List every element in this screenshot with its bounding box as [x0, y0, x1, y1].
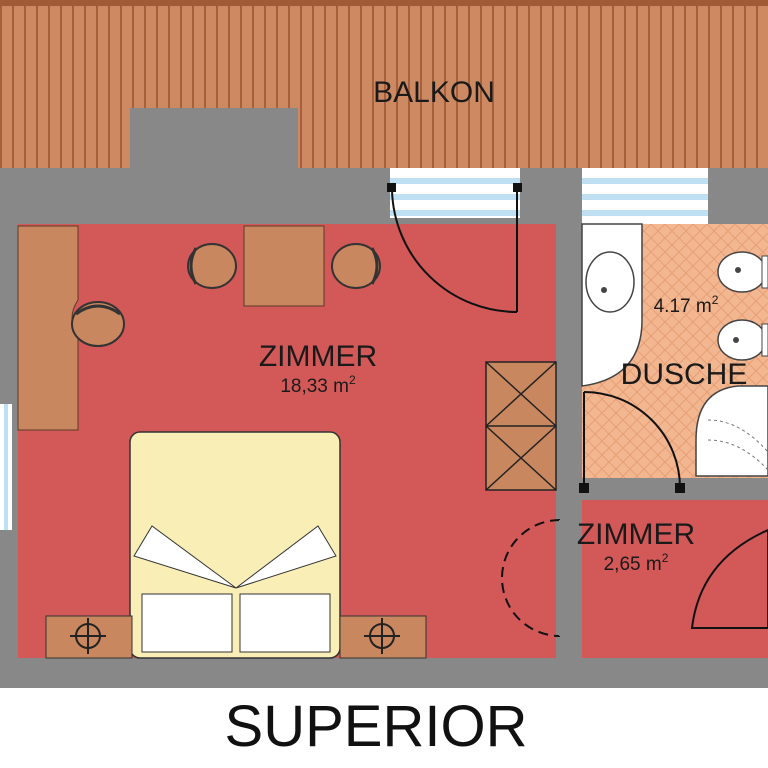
bathroom-window — [582, 168, 708, 224]
small-room-furniture — [690, 528, 768, 629]
chair-left — [187, 243, 237, 289]
wardrobe — [485, 361, 557, 491]
bed — [129, 431, 341, 659]
nightstand-right — [339, 615, 427, 659]
plan-title: SUPERIOR — [225, 694, 528, 759]
balcony-door — [387, 183, 522, 313]
room-name-zimmer-main: ZIMMER — [259, 340, 377, 373]
bidet — [717, 319, 768, 361]
chair-right — [331, 243, 381, 289]
nightstand-left — [45, 615, 133, 659]
room-name-zimmer-small: ZIMMER — [577, 518, 695, 551]
small-room-door — [501, 519, 561, 637]
balcony-window — [390, 168, 520, 218]
balcony-area — [0, 0, 768, 168]
shower — [695, 385, 768, 477]
room-name-dusche: DUSCHE — [621, 358, 748, 391]
room-area-zimmer-main: 18,33 m2 — [280, 373, 356, 397]
desk — [17, 225, 79, 431]
bathroom-door — [579, 391, 685, 493]
room-area-zimmer-small: 2,65 m2 — [604, 551, 669, 575]
desk-chair — [71, 301, 125, 347]
toilet — [717, 251, 768, 293]
room-area-dusche: 4.17 m2 — [654, 293, 719, 317]
washbasin — [581, 223, 643, 387]
table — [243, 225, 325, 307]
room-name-balkon: BALKON — [373, 76, 495, 109]
